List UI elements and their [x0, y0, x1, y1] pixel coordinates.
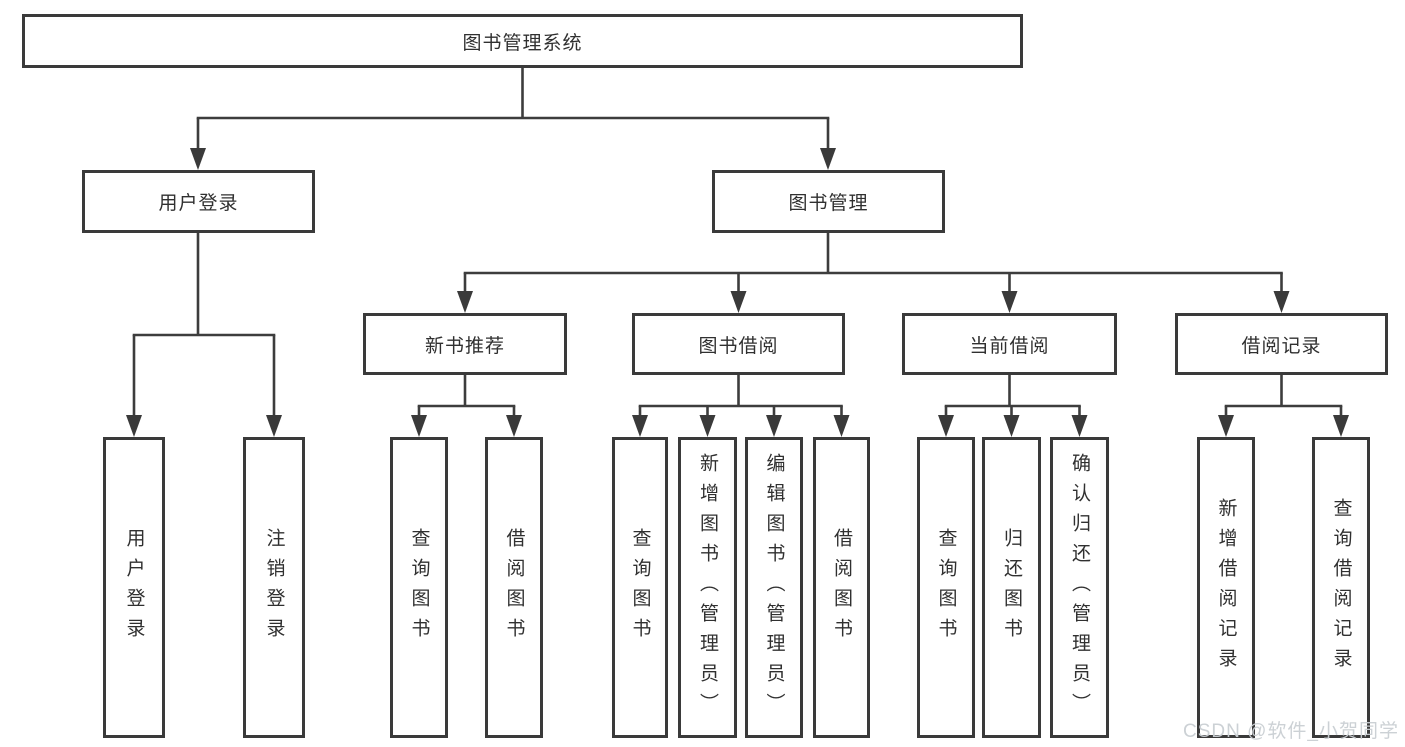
node-label: 查询借阅记录	[1330, 497, 1352, 678]
node-new-book-recommend: 新书推荐	[363, 313, 567, 375]
csdn-watermark: CSDN @软件_小贺同学	[1183, 721, 1399, 742]
edge-borrow-record-to-leaves	[1218, 375, 1349, 437]
node-label: 当前借阅	[969, 335, 1050, 357]
edge-user-login-to-leaves	[126, 233, 282, 437]
node-label: 用户登录	[123, 527, 145, 648]
edge-new-book-recommend-to-leaves	[411, 375, 522, 437]
node-label: 新书推荐	[424, 335, 505, 357]
edge-current-borrow-to-leaves	[938, 375, 1088, 437]
node-book-borrow: 图书借阅	[632, 313, 845, 375]
leaf-logout-login: 注销登录	[243, 437, 305, 738]
leaf-recommend-borrow-books: 借阅图书	[485, 437, 543, 738]
edge-root-to-level2	[190, 68, 836, 170]
leaf-borrow-query-books: 查询图书	[612, 437, 668, 738]
node-label: 注销登录	[263, 527, 285, 648]
leaf-user-login: 用户登录	[103, 437, 165, 738]
leaf-borrow-borrow-books: 借阅图书	[813, 437, 870, 738]
leaf-borrow-edit-books-admin: 编辑图书（管理员）	[745, 437, 803, 738]
node-root-library-system: 图书管理系统	[22, 14, 1023, 68]
node-label: 确认归还（管理员）	[1069, 452, 1090, 723]
node-label: 借阅记录	[1241, 335, 1322, 357]
node-label: 用户登录	[158, 193, 239, 214]
leaf-record-add-borrow-record: 新增借阅记录	[1197, 437, 1255, 738]
edge-book-borrow-to-leaves	[632, 375, 850, 437]
leaf-recommend-query-books: 查询图书	[390, 437, 448, 738]
node-label: 图书管理	[788, 193, 869, 214]
node-label: 查询图书	[408, 527, 430, 648]
node-label: 图书管理系统	[462, 32, 583, 54]
leaf-current-return-books: 归还图书	[982, 437, 1041, 738]
node-label: 归还图书	[1001, 527, 1022, 648]
leaf-borrow-add-books-admin: 新增图书（管理员）	[678, 437, 737, 738]
edge-book-management-to-level3	[457, 233, 1290, 313]
node-label: 编辑图书（管理员）	[763, 452, 785, 723]
node-borrow-record: 借阅记录	[1175, 313, 1388, 375]
leaf-current-confirm-return-admin: 确认归还（管理员）	[1050, 437, 1109, 738]
node-label: 新增图书（管理员）	[697, 452, 718, 723]
node-book-management: 图书管理	[712, 170, 945, 233]
node-user-login: 用户登录	[82, 170, 315, 233]
leaf-current-query-books: 查询图书	[917, 437, 975, 738]
node-current-borrow: 当前借阅	[902, 313, 1117, 375]
node-label: 新增借阅记录	[1215, 497, 1237, 678]
node-label: 图书借阅	[698, 335, 779, 357]
node-label: 借阅图书	[503, 527, 525, 648]
leaf-record-query-borrow-record: 查询借阅记录	[1312, 437, 1370, 738]
node-label: 借阅图书	[831, 527, 852, 648]
node-label: 查询图书	[935, 527, 957, 648]
node-label: 查询图书	[629, 527, 651, 648]
